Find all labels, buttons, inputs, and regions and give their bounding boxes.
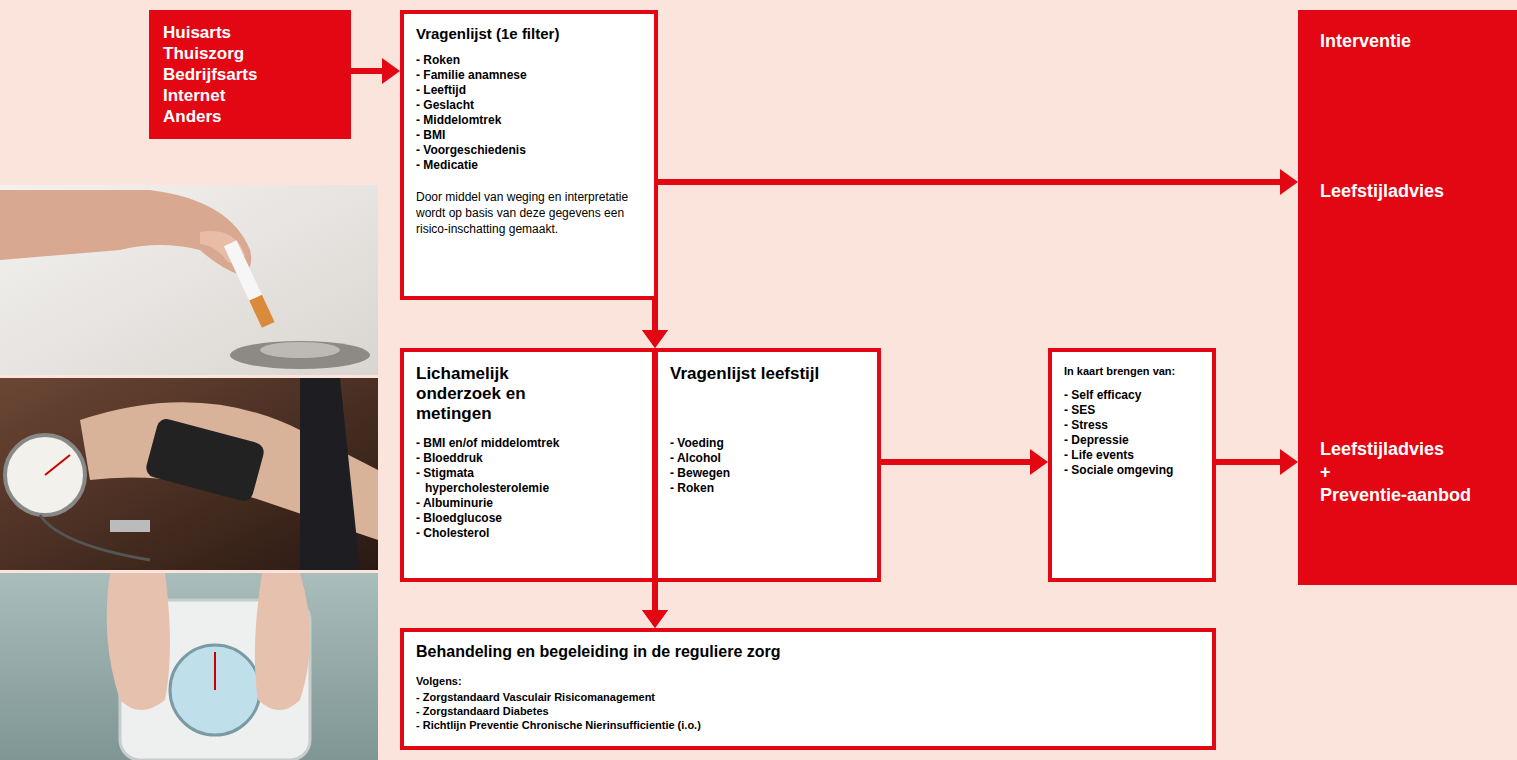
list-item: Thuiszorg bbox=[163, 43, 337, 64]
list-item: - Zorgstandaard Vasculair Risicomanageme… bbox=[416, 690, 1200, 704]
list-item: - Voeding bbox=[670, 436, 865, 451]
connector-line bbox=[652, 582, 658, 610]
list-item: - Sociale omgeving bbox=[1064, 463, 1200, 478]
arrow-head bbox=[642, 330, 668, 348]
list-item: - Leeftijd bbox=[416, 83, 642, 98]
list-item: Huisarts bbox=[163, 22, 337, 43]
box-heading: + bbox=[1320, 461, 1331, 484]
list-item: - Bloedglucose bbox=[416, 511, 595, 526]
source-box: HuisartsThuiszorgBedrijfsartsInternetAnd… bbox=[149, 10, 351, 139]
flow-arrow bbox=[1216, 449, 1298, 475]
list-item: Bedrijfsarts bbox=[163, 64, 337, 85]
arrow-head bbox=[642, 610, 668, 628]
box-heading: Lichamelijk onderzoek en metingen bbox=[416, 364, 576, 424]
box-heading: Behandeling en begeleiding in de regulie… bbox=[416, 642, 1200, 662]
mapping-box: In kaart brengen van: - Self efficacy- SE… bbox=[1048, 348, 1216, 582]
box-heading: Preventie-aanbod bbox=[1320, 484, 1471, 507]
list-item: - Richtlijn Preventie Chronische Nierins… bbox=[416, 718, 1200, 732]
flow-arrow bbox=[658, 169, 1298, 195]
list-item: - Roken bbox=[416, 53, 642, 68]
list-item: - BMI en/of middelomtrek bbox=[416, 436, 595, 451]
connector-line bbox=[652, 300, 658, 330]
list-item: - Stress bbox=[1064, 418, 1200, 433]
list-item: - Alcohol bbox=[670, 451, 865, 466]
flow-arrow bbox=[642, 300, 668, 348]
box-heading: Leefstijladvies bbox=[1320, 438, 1444, 461]
flow-arrow bbox=[642, 582, 668, 628]
list-item: - Bloeddruk bbox=[416, 451, 595, 466]
cigarette-photo bbox=[0, 185, 378, 375]
list-item: - Roken bbox=[670, 481, 865, 496]
box-heading: Vragenlijst (1e filter) bbox=[416, 24, 642, 43]
flow-arrow bbox=[642, 300, 668, 348]
arrow-head bbox=[642, 330, 668, 348]
connector-line bbox=[652, 582, 658, 610]
blood-pressure-photo bbox=[0, 378, 378, 570]
box-heading: Interventie bbox=[1320, 30, 1411, 53]
treatment-box: Behandeling en begeleiding in de regulie… bbox=[400, 628, 1216, 750]
list-item: - BMI bbox=[416, 128, 642, 143]
box-heading: Vragenlijst leefstijl bbox=[670, 364, 820, 424]
arrow-head bbox=[1280, 449, 1298, 475]
examination-box: Lichamelijk onderzoek en metingen - BMI e… bbox=[400, 348, 656, 582]
arrow-head bbox=[642, 610, 668, 628]
list-item: - SES bbox=[1064, 403, 1200, 418]
list-item: - Albuminurie bbox=[416, 496, 595, 511]
list-item: - Zorgstandaard Diabetes bbox=[416, 704, 1200, 718]
list-item: - Voorgeschiedenis bbox=[416, 143, 642, 158]
questionnaire-box: Vragenlijst (1e filter) - Roken- Familie … bbox=[400, 10, 658, 300]
note-text: Door middel van weging en interpretatie … bbox=[416, 189, 642, 237]
connector-line bbox=[1216, 459, 1280, 465]
flow-arrow bbox=[881, 449, 1048, 475]
lifestyle-box: Vragenlijst leefstijl- Voeding- Alcohol-… bbox=[654, 348, 881, 582]
flow-arrow bbox=[351, 58, 400, 84]
connector-line bbox=[881, 459, 1030, 465]
connector-line bbox=[652, 300, 658, 330]
list-item: - Geslacht bbox=[416, 98, 642, 113]
list-item: Anders bbox=[163, 106, 337, 127]
scale-photo bbox=[0, 573, 378, 760]
arrow-head bbox=[1030, 449, 1048, 475]
box-heading: Leefstijladvies bbox=[1320, 180, 1444, 203]
list-item: - Life events bbox=[1064, 448, 1200, 463]
connector-line bbox=[351, 68, 382, 74]
list-item: Internet bbox=[163, 85, 337, 106]
list-item: - Depressie bbox=[1064, 433, 1200, 448]
list-item: - Familie anamnese bbox=[416, 68, 642, 83]
box-heading: In kaart brengen van: bbox=[1064, 364, 1200, 378]
list-item: - Middelomtrek bbox=[416, 113, 642, 128]
list-item: - Bewegen bbox=[670, 466, 865, 481]
arrow-head bbox=[382, 58, 400, 84]
list-item: - Medicatie bbox=[416, 158, 642, 173]
flow-arrow bbox=[642, 582, 668, 628]
box-heading: Volgens: bbox=[416, 674, 1200, 688]
list-item: - Cholesterol bbox=[416, 526, 595, 541]
arrow-head bbox=[1280, 169, 1298, 195]
list-item: - Stigmata hypercholesterolemie bbox=[416, 466, 595, 496]
list-item: - Self efficacy bbox=[1064, 388, 1200, 403]
connector-line bbox=[658, 179, 1280, 185]
intervention-panel: InterventieLeefstijladviesLeefstijladvie… bbox=[1298, 10, 1517, 585]
